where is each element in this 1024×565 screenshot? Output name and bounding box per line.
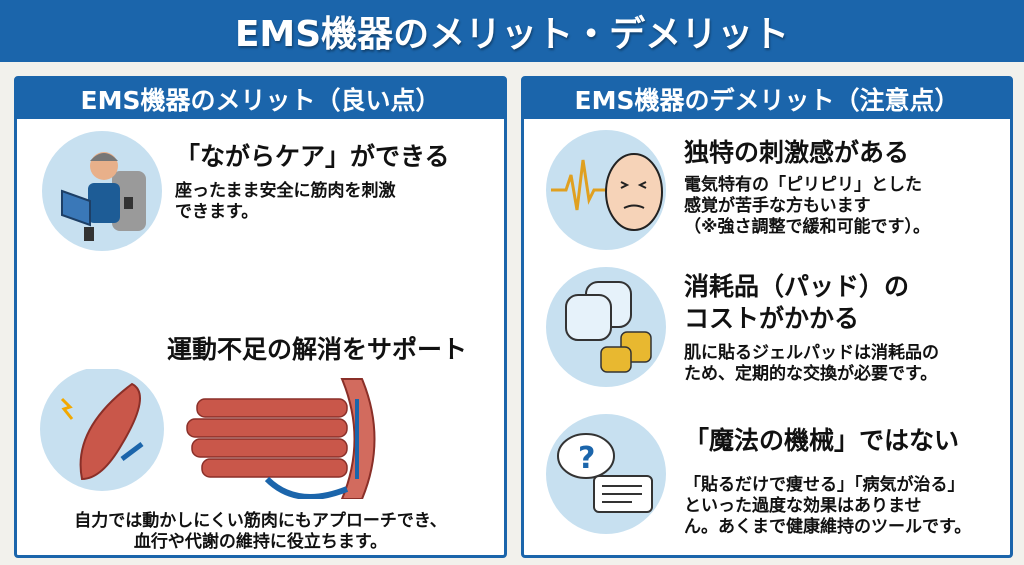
muscle-fiber-icon — [37, 367, 477, 500]
merit-title-2: 運動不足の解消をサポート — [167, 335, 468, 364]
demerits-panel: EMS機器のデメリット（注意点） 独特の刺激感がある 電気特有の「ピリピリ」とし… — [521, 76, 1013, 558]
demerit-desc-1-line-2: 感覚が苦手な方もいます — [684, 196, 871, 216]
man-reading-with-ems-icon — [42, 131, 162, 251]
merit-desc-2-line-2: 血行や代謝の維持に役立ちます。 — [133, 532, 388, 552]
demerit-title-2-line-1: 消耗品（パッド）の — [684, 272, 910, 301]
svg-text:?: ? — [578, 441, 595, 476]
demerit-desc-2-line-1: 肌に貼るジェルパッドは消耗品の — [684, 343, 939, 363]
demerit-desc-3-line-1: 「貼るだけで痩せる」「病気が治る」 — [684, 475, 965, 495]
demerit-desc-2-line-2: ため、定期的な交換が必要です。 — [684, 364, 938, 384]
merit-desc-1-line-2: できます。 — [175, 202, 259, 222]
merits-header: EMS機器のメリット（良い点） — [17, 79, 504, 119]
demerit-desc-1-line-1: 電気特有の「ピリピリ」とした — [684, 175, 922, 195]
demerit-desc-3-line-2: といった過度な効果はありませ — [684, 496, 922, 516]
page-title: EMS機器のメリット・デメリット — [234, 14, 790, 55]
merit-desc-2-line-1: 自力では動かしにくい筋肉にもアプローチでき、 — [74, 511, 447, 531]
gel-pads-coins-icon — [546, 267, 666, 387]
merits-panel: EMS機器のメリット（良い点） 「ながらケア」ができる 座ったまま安全に筋肉を刺… — [14, 76, 507, 558]
merit-desc-1-line-1: 座ったまま安全に筋肉を刺激 — [175, 181, 396, 201]
demerit-desc-1-line-3: （※強さ調整で緩和可能です）。 — [684, 217, 931, 237]
tingling-face-icon — [546, 130, 666, 250]
demerit-title-2-line-2: コストがかかる — [684, 304, 860, 333]
demerit-title-1: 独特の刺激感がある — [684, 138, 910, 167]
merit-title-1: 「ながらケア」ができる — [175, 142, 450, 171]
title-bar: EMS機器のメリット・デメリット — [0, 0, 1024, 62]
demerit-desc-3-line-3: ん。あくまで健康維持のツールです。 — [684, 517, 972, 537]
demerit-title-3: 「魔法の機械」ではない — [684, 426, 960, 455]
demerits-header: EMS機器のデメリット（注意点） — [524, 79, 1010, 119]
question-speech-bubble-icon: ? — [546, 414, 666, 534]
